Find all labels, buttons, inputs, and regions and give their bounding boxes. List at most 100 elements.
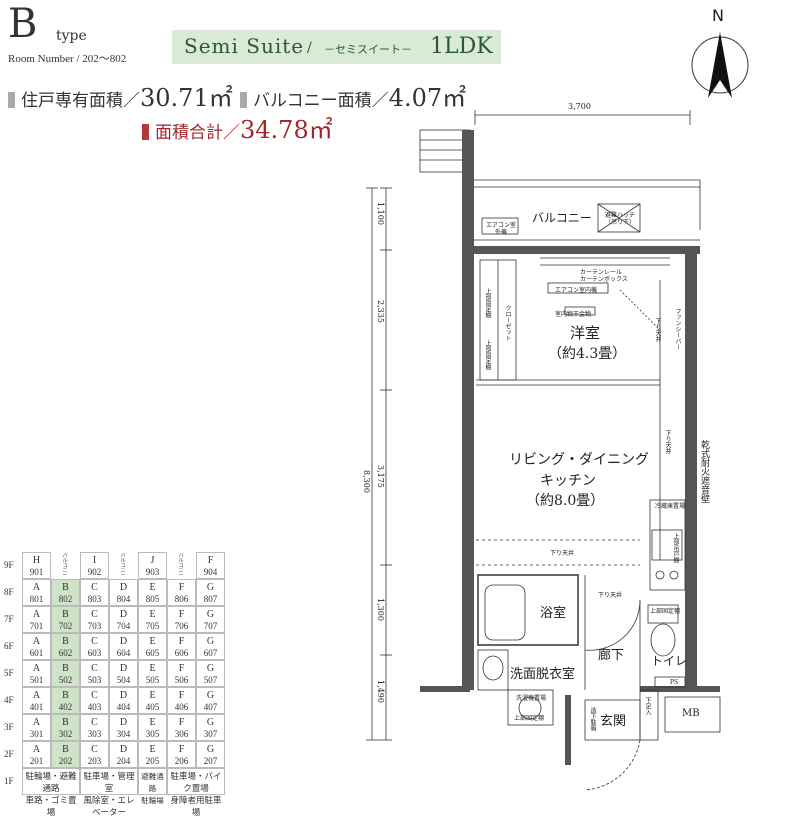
unit-number: 804: [116, 594, 131, 604]
balcony-mini-label: バ ル コ ニ ー: [178, 553, 184, 579]
unit-letter: A: [32, 690, 41, 701]
ground-floor-cell: 駐輪場・避難通路車路・ゴミ置場: [22, 768, 80, 818]
room-corridor: 廊下: [598, 648, 625, 663]
label-lowered-ceiling-3: 下り天井: [550, 550, 575, 557]
total-area-value: 34.78㎡: [240, 116, 333, 144]
unit-number: 306: [174, 729, 189, 739]
unit-letter: D: [119, 744, 128, 755]
unit-letter: F: [178, 690, 185, 701]
unit-letter: C: [91, 609, 98, 620]
balcony-area-row: バルコニー面積／4.07㎡: [240, 78, 466, 113]
label-evac-hatch: 避難ハッチ（吊り下）: [604, 212, 635, 226]
floor-label: 8F: [4, 587, 14, 597]
type-letter: B: [8, 1, 38, 47]
unit-letter: A: [32, 744, 41, 755]
unit-letter: B: [62, 636, 69, 647]
bullet-square: [8, 92, 15, 108]
label-lowered-ceiling-1: 下り天井: [654, 318, 661, 342]
unit-letter: D: [119, 636, 128, 647]
unit-number: 404: [116, 702, 131, 712]
unit-number: 607: [203, 648, 218, 658]
unit-number: 203: [87, 756, 102, 766]
room-toilet: トイレ: [651, 654, 688, 668]
unit-number: 303: [87, 729, 102, 739]
unit-number: 502: [58, 675, 73, 685]
unit-number: 406: [174, 702, 189, 712]
label-ac-outdoor: エアコン室外機: [485, 222, 516, 236]
unit-letter: G: [206, 717, 215, 728]
label-curtain-rail: カーテンレール: [580, 269, 623, 276]
ground-floor-cell: 駐車場・バイク置場身障者用駐車場: [167, 768, 225, 818]
unit-number: 305: [145, 729, 160, 739]
ground-floor-cell: 避難通路駐輪場: [138, 768, 167, 805]
unit-letter: F: [178, 582, 185, 593]
ground-line-2: 車路・ゴミ置場: [25, 796, 77, 818]
dim-seg-3: 3,175: [376, 465, 385, 488]
unit-letter: D: [119, 717, 128, 728]
unit-number: 807: [203, 594, 218, 604]
unit-letter: A: [32, 609, 41, 620]
room-kitchen: キッチン: [540, 473, 596, 489]
floor-label: 2F: [4, 749, 14, 759]
unit-number: 702: [58, 621, 73, 631]
unit-letter: A: [32, 636, 41, 647]
unit-number: 507: [203, 675, 218, 685]
unit-letter: B: [62, 663, 69, 674]
dim-seg-1: 1,100: [376, 202, 385, 225]
unit-letter: G: [206, 690, 215, 701]
room-washroom: 洗面脱衣室: [510, 667, 576, 682]
room-bedroom-size: （約4.3畳）: [548, 346, 627, 362]
floor-label: 3F: [4, 722, 14, 732]
private-area-value: 30.71㎡: [140, 84, 233, 112]
unit-letter: F: [178, 636, 185, 647]
floor-label: 7F: [4, 614, 14, 624]
plan-name-en: Semi Suite: [184, 34, 305, 58]
unit-number: 703: [87, 621, 102, 631]
label-lowered-ceiling-2: 下り天井: [664, 430, 671, 454]
unit-number: 701: [29, 621, 44, 631]
unit-number: 205: [145, 756, 160, 766]
unit-number: 602: [58, 648, 73, 658]
label-upper-shelf-2: 上部固定棚: [484, 340, 491, 370]
type-word: type: [56, 28, 87, 44]
unit-letter: E: [149, 582, 156, 593]
unit-letter: C: [91, 690, 98, 701]
unit-number: 801: [29, 594, 44, 604]
floor-plan-drawing: [366, 110, 721, 791]
unit-letter: E: [149, 636, 156, 647]
label-shoe-cabinet: 造下駄箱: [589, 707, 596, 731]
bullet-square: [142, 124, 149, 140]
unit-number: 503: [87, 675, 102, 685]
unit-number: 903: [145, 567, 160, 577]
unit-number: 304: [116, 729, 131, 739]
unit-number: 506: [174, 675, 189, 685]
label-upper-shelf-1: 上部固定棚: [484, 288, 491, 318]
floor-label: 6F: [4, 641, 14, 651]
bullet-square: [240, 92, 247, 108]
unit-number: 307: [203, 729, 218, 739]
balcony-area-value: 4.07㎡: [388, 84, 467, 112]
north-arrow-icon: [691, 32, 749, 98]
unit-number: 201: [29, 756, 44, 766]
floor-label: 5F: [4, 668, 14, 678]
room-number-label: Room Number / 202～802: [8, 53, 127, 65]
unit-number: 705: [145, 621, 160, 631]
unit-letter: F: [178, 609, 185, 620]
